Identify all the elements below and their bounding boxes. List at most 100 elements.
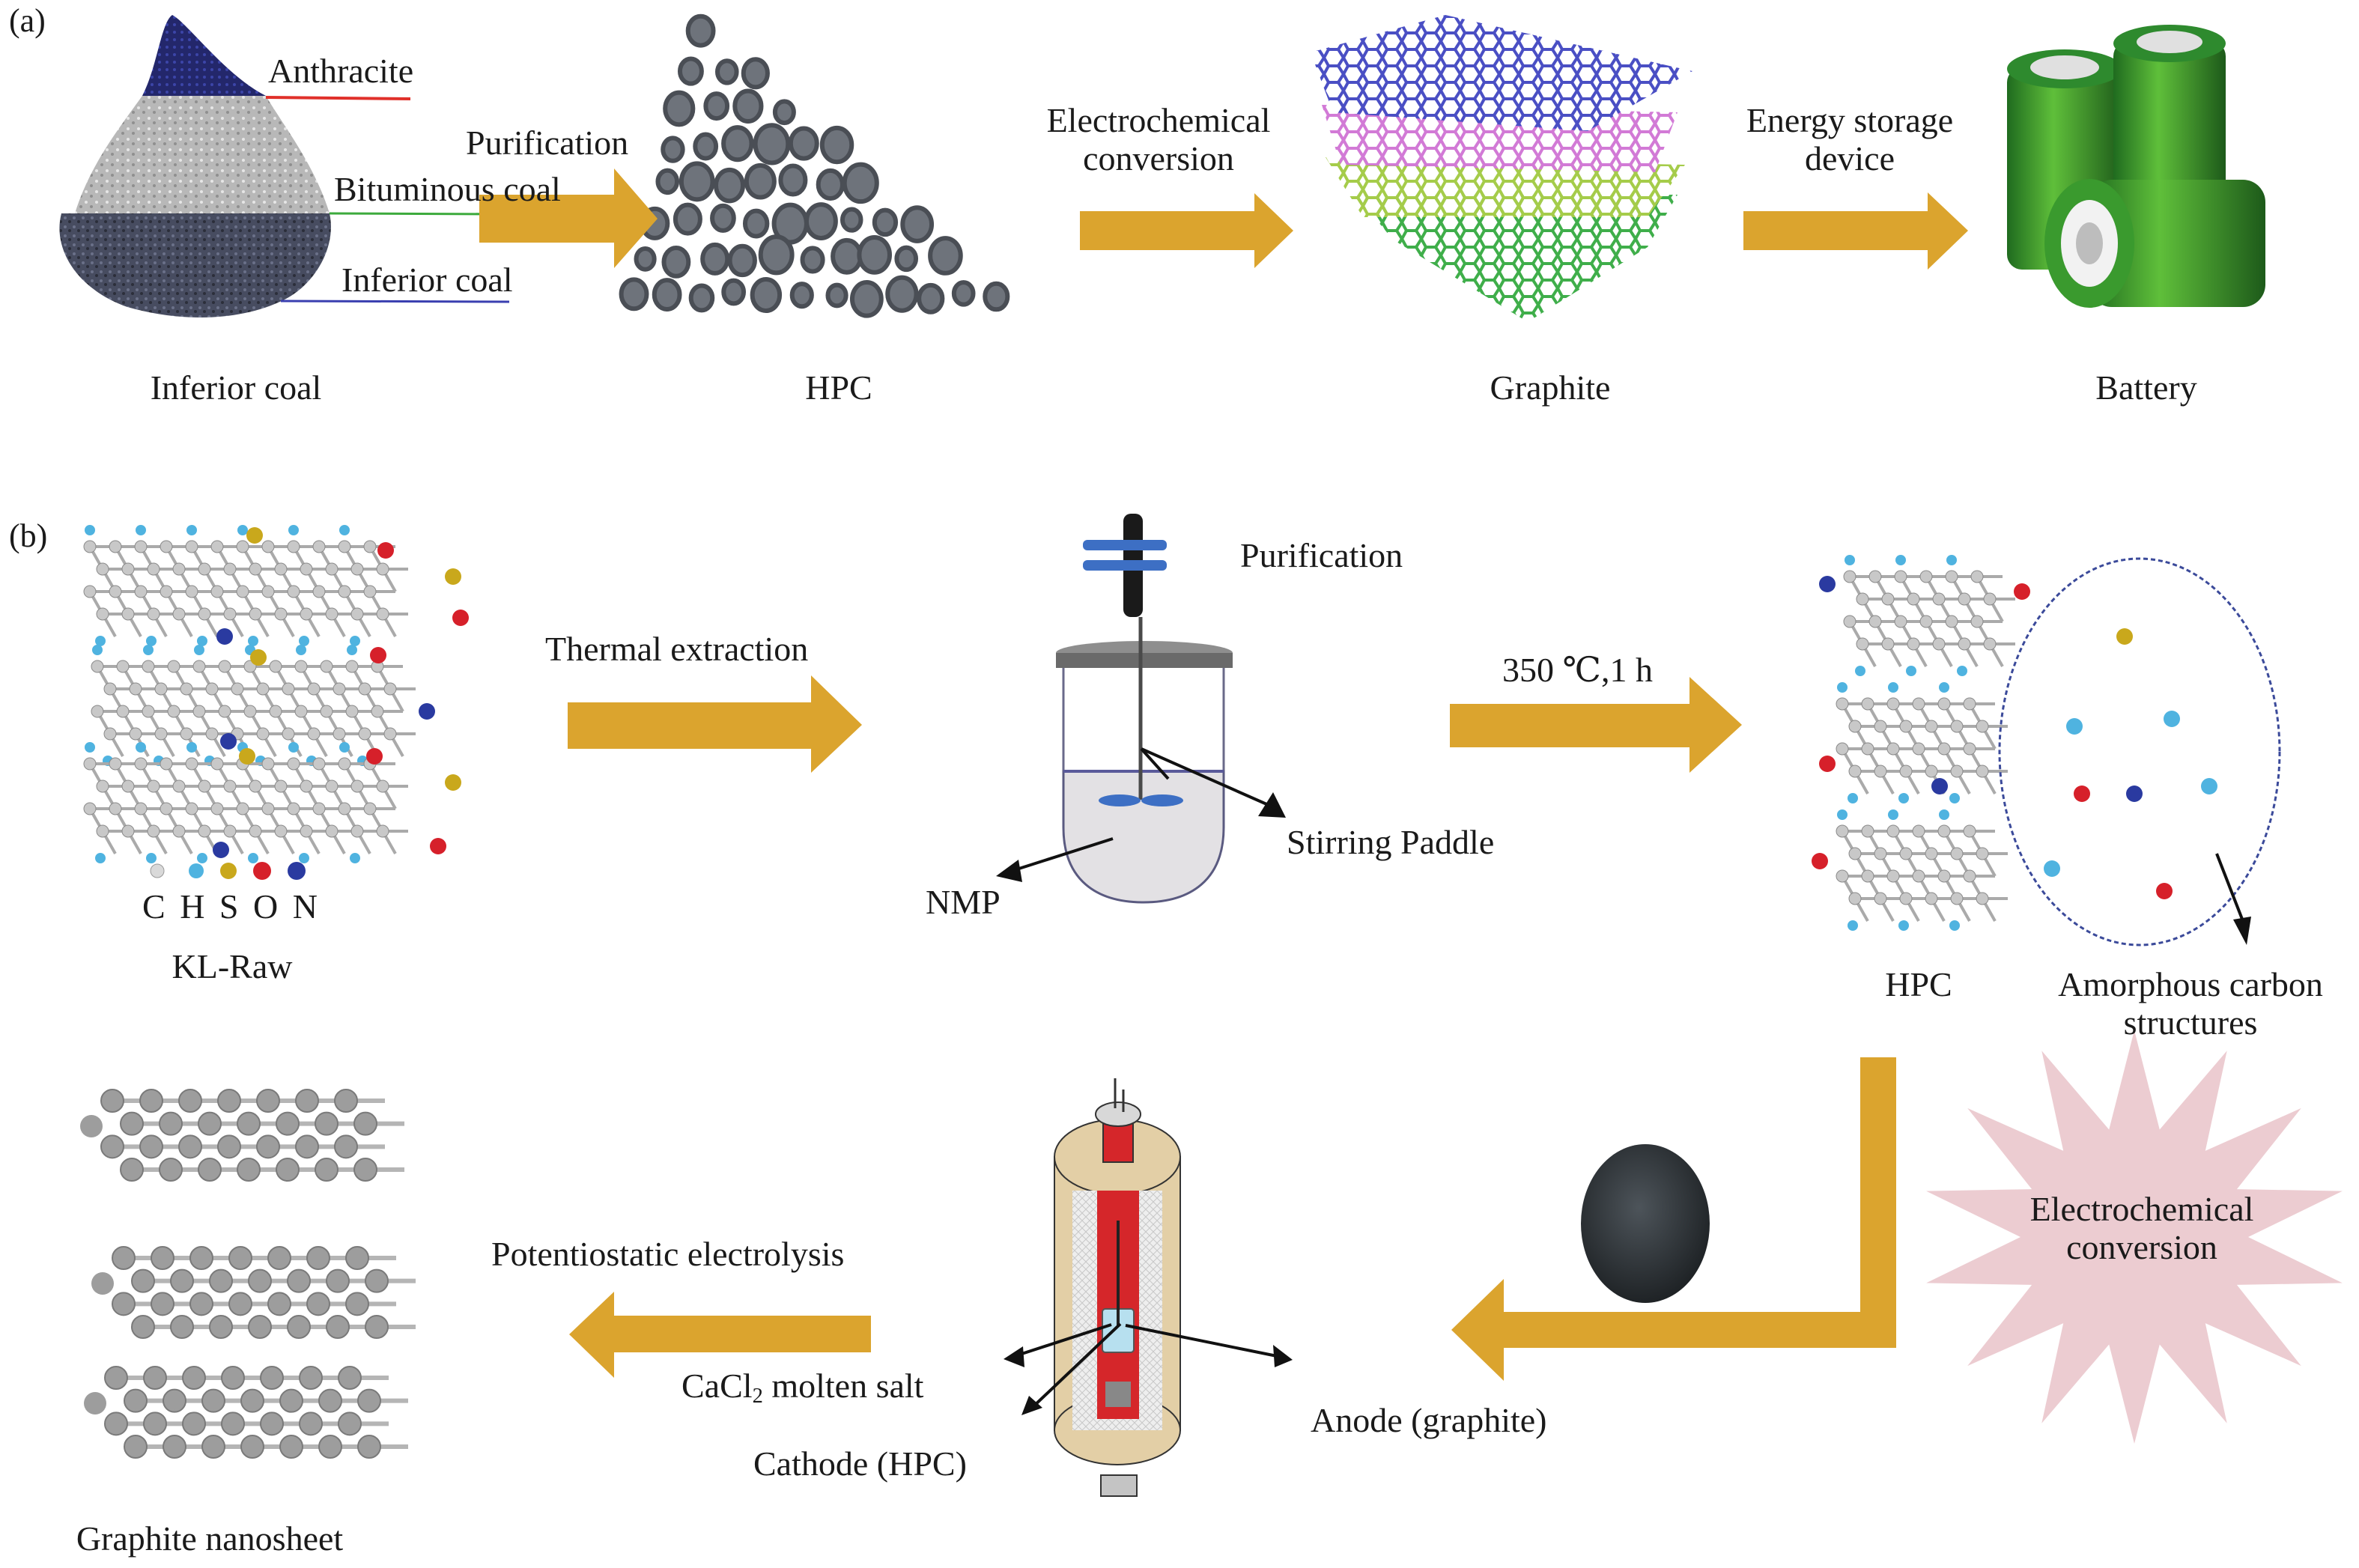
hpc-fragment-atom (1931, 778, 1948, 794)
kl-raw-sheet-atom-c (142, 705, 155, 718)
hpc-sheet-atom-h (1898, 793, 1909, 803)
hpc-sheet-atom-h (1898, 920, 1909, 931)
kl-raw-sheet-atom-h (350, 853, 360, 863)
kl-raw-sheet-atom-c (300, 562, 313, 576)
hpc-fragment-atom (2126, 785, 2143, 802)
hpc-sheet-atom-c (1970, 570, 1984, 583)
kl-raw-sheet-atom-c (83, 757, 97, 771)
nanosheet-atom (260, 1411, 284, 1436)
hpc-sheet-atom-c (1907, 592, 1920, 606)
kl-raw-sheet-atom-c (218, 660, 231, 673)
kl-raw-sheet-atom-c (147, 824, 160, 838)
caption-battery: Battery (2095, 368, 2197, 407)
kl-raw-sheet-atom-c (350, 780, 364, 793)
potentiostatic-electrolysis-label: Potentiostatic electrolysis (491, 1235, 845, 1273)
kl-raw-sheet-atom-c (333, 727, 346, 741)
hpc-particle (885, 275, 919, 313)
hpc-sheet-atom-c (1868, 570, 1882, 583)
hpc-sheet-atom-c (1856, 637, 1869, 651)
nanosheet-atom (170, 1315, 194, 1339)
kl-raw-sheet-atom-c (312, 540, 326, 553)
hpc-sheet-atom-h (1946, 555, 1957, 565)
hpc-particle (744, 162, 777, 200)
nanosheet-atom (143, 1411, 167, 1436)
hpc-sheet-atom-h (1949, 793, 1960, 803)
nmp-pointer-arrowhead (996, 860, 1022, 882)
kl-raw-sheet-atom-c (300, 824, 313, 838)
kl-raw-sheet-atom-c (134, 540, 148, 553)
graphene-layer-lightgreen (1326, 157, 1685, 217)
hpc-fragment-atom (1819, 756, 1836, 772)
kl-raw-heteroatom (445, 568, 461, 585)
nanosheet-atom (151, 1292, 174, 1316)
graphene-layer-blue (1311, 15, 1692, 131)
salt-prefix: CaCl (681, 1367, 753, 1405)
nanosheet-atom (334, 1089, 358, 1113)
hpc-particle (928, 236, 963, 276)
kl-raw-sheet-atom-h (95, 853, 106, 863)
hpc-particle (825, 282, 848, 309)
kl-raw-sheet-atom-c (167, 705, 180, 718)
nanosheet-atom (338, 1366, 362, 1390)
bituminous-coal-label: Bituminous coal (334, 170, 561, 208)
hpc-particle (789, 282, 814, 309)
kl-raw-sheet-atom-c (172, 780, 186, 793)
kl-raw-sheet-atom-c (256, 727, 270, 741)
hpc-particle (661, 246, 691, 279)
battery-illustration (2007, 25, 2265, 308)
kl-raw-sheet-atom-c (350, 824, 364, 838)
legend-dot-c (150, 863, 165, 878)
nanosheet-atom (124, 1388, 148, 1413)
nanosheet-atom (182, 1411, 206, 1436)
nanosheet-atom (100, 1089, 124, 1113)
hpc-sheet-atom-h (1888, 682, 1898, 693)
hpc-particle (661, 136, 685, 163)
kl-raw-sheet-atom-c (96, 824, 109, 838)
kl-raw-heteroatom (430, 838, 446, 854)
hpc-particle (894, 245, 919, 273)
element-legend (150, 862, 306, 880)
hpc-particle (742, 208, 770, 239)
nanosheet-atom (318, 1435, 342, 1459)
kl-raw-sheet-atom-h (85, 525, 95, 535)
nanosheet-atom (365, 1315, 389, 1339)
kl-raw-sheet-atom-c (154, 727, 168, 741)
kl-raw-sheet-atom-c (282, 727, 295, 741)
nanosheet-atom (353, 1111, 377, 1136)
hpc-particle (673, 202, 702, 236)
hpc-sheet-atom-c (1958, 592, 1971, 606)
hpc-sheet-atom-h (1837, 682, 1848, 693)
nanosheet-atom (221, 1411, 245, 1436)
element-legend-labels: C H S O N (142, 887, 321, 926)
hpc-sheet-atom-c (1963, 824, 1976, 838)
kl-raw-sheet-atom-c (300, 780, 313, 793)
kl-raw-sheet-atom-c (147, 780, 160, 793)
kl-raw-sheet-atom-c (236, 802, 249, 815)
nanosheet-atom (131, 1268, 155, 1293)
hpc-sheet-atom-c (1907, 637, 1920, 651)
kl-raw-sheet-atom-c (91, 660, 104, 673)
hpc-fragment-atom (2164, 711, 2180, 727)
hpc-particle (788, 126, 819, 161)
hpc-sheet-atom-c (1925, 720, 1938, 733)
legend-label-n: N (292, 887, 321, 926)
kl-raw-sheet-atom-c (269, 660, 282, 673)
hpc-particle (758, 234, 795, 276)
hpc-particle (800, 246, 825, 274)
kl-raw-sheet-atom-c (236, 585, 249, 598)
caption-hpc: HPC (805, 368, 872, 407)
anthracite-pointer-line (265, 96, 411, 100)
hpc-sheet-atom-c (1874, 765, 1887, 778)
hpc-sheet-atom-c (1894, 570, 1907, 583)
kl-raw-sheet-atom-c (223, 780, 237, 793)
nanosheet-atom (345, 1292, 369, 1316)
cathode-label: Cathode (HPC) (753, 1444, 967, 1483)
kl-raw-sheet-atom-c (287, 802, 300, 815)
kl-raw-sheet-atom-h (85, 742, 95, 753)
energy-storage-arrow-label: Energy storage device (1715, 101, 1985, 177)
kl-raw-sheet-atom-h (347, 645, 357, 655)
graphite-layered-illustration (1311, 15, 1692, 322)
nanosheet-atom (217, 1134, 241, 1159)
kl-raw-heteroatom (246, 527, 263, 544)
kl-raw-sheet-atom-c (91, 705, 104, 718)
